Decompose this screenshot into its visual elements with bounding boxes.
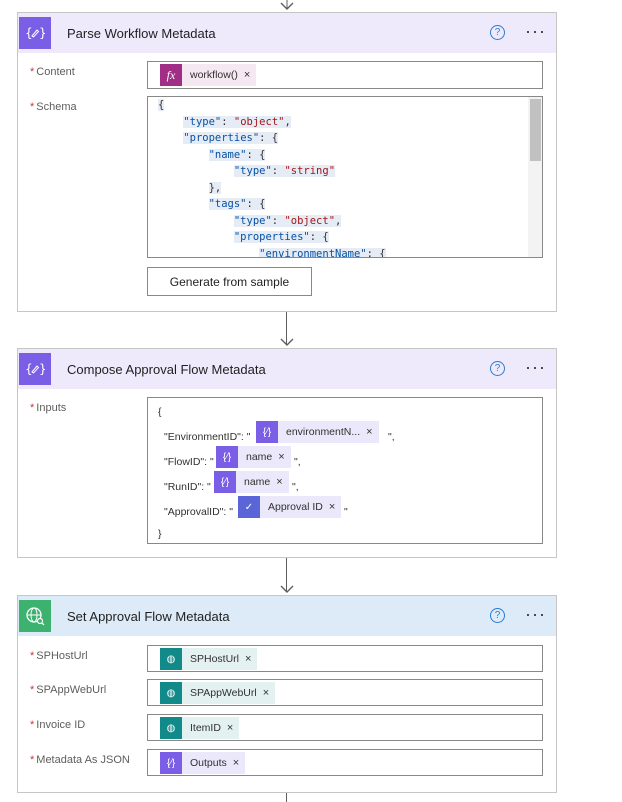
spappweburl-token[interactable]: ◍ SPAppWebUrl × [160, 682, 276, 704]
svg-text:{: { [25, 26, 33, 40]
open-brace: { [158, 406, 162, 418]
connector-arrow [279, 312, 295, 348]
scrollbar-thumb[interactable] [530, 99, 541, 161]
flow-id-end: ", [294, 456, 301, 468]
connector-arrow-top [279, 0, 295, 12]
spappweburl-label: *SPAppWebUrl [30, 684, 107, 696]
globe-icon: ◍ [160, 682, 182, 704]
compose-approval-flow-metadata-card: {} Compose Approval Flow Metadata ? ··· … [17, 348, 557, 558]
connector-arrow-bottom [279, 793, 295, 802]
remove-token-icon[interactable]: × [245, 653, 252, 665]
sphosturl-input[interactable]: ◍ SPHostUrl × [147, 645, 543, 672]
schema-code-line: "properties": { [233, 231, 329, 243]
schema-code-line: "environmentName": { [148, 246, 528, 257]
schema-label: *Schema [30, 101, 77, 113]
globe-icon: ◍ [160, 717, 182, 739]
content-label: *Content [30, 66, 75, 78]
sharepoint-globe-icon [19, 600, 51, 632]
remove-token-icon[interactable]: × [226, 722, 234, 734]
environment-name-token[interactable]: {∕} environmentN... × [256, 421, 379, 443]
metadata-json-field-row: *Metadata As JSON {∕} Outputs × [18, 749, 556, 777]
environment-id-key: "EnvironmentID": " [164, 431, 251, 443]
metadata-json-input[interactable]: {∕} Outputs × [147, 749, 543, 776]
schema-code-line: "type": "string" [233, 165, 336, 177]
sphosturl-token[interactable]: ◍ SPHostUrl × [160, 648, 258, 670]
sphosturl-field-row: *SPHostUrl ◍ SPHostUrl × [18, 645, 556, 673]
schema-code-line: "name": { [208, 148, 266, 161]
remove-token-icon[interactable]: × [278, 451, 285, 463]
data-operation-icon: {} [19, 353, 51, 385]
inputs-editor[interactable]: { "EnvironmentID": " {∕} environmentN...… [147, 397, 543, 544]
schema-scrollbar[interactable] [528, 97, 542, 257]
remove-token-icon[interactable]: × [366, 426, 373, 438]
run-name-token[interactable]: {∕} name × [214, 471, 289, 493]
flow-id-key: "FlowID": " [164, 456, 214, 468]
close-brace: } [158, 528, 162, 540]
card-title: Compose Approval Flow Metadata [67, 361, 266, 377]
schema-editor[interactable]: { "type": "object", "properties": { "nam… [147, 96, 543, 258]
workflow-token[interactable]: fx workflow() × [160, 64, 257, 86]
svg-text:}: } [39, 26, 45, 40]
sphosturl-label: *SPHostUrl [30, 650, 88, 662]
metadata-json-label: *Metadata As JSON [30, 754, 130, 766]
environment-id-end: ", [388, 431, 395, 443]
card-header[interactable]: Set Approval Flow Metadata ? ··· [18, 596, 556, 636]
card-title: Parse Workflow Metadata [67, 25, 216, 41]
more-options-icon[interactable]: ··· [525, 357, 546, 377]
svg-text:}: } [39, 362, 45, 376]
invoice-id-label: *Invoice ID [30, 719, 86, 731]
data-operation-icon: {} [19, 17, 51, 49]
invoice-id-input[interactable]: ◍ ItemID × [147, 714, 543, 741]
run-id-key: "RunID": " [164, 481, 211, 493]
globe-icon: ◍ [160, 648, 182, 670]
help-icon[interactable]: ? [490, 361, 505, 376]
flow-name-token[interactable]: {∕} name × [216, 446, 291, 468]
schema-code-line: }, [208, 181, 222, 194]
spappweburl-field-row: *SPAppWebUrl ◍ SPAppWebUrl × [18, 679, 556, 707]
schema-code-line: "tags": { [208, 198, 266, 210]
spappweburl-input[interactable]: ◍ SPAppWebUrl × [147, 679, 543, 706]
card-header[interactable]: {} Compose Approval Flow Metadata ? ··· [18, 349, 556, 389]
data-operation-icon: {∕} [160, 752, 182, 774]
remove-token-icon[interactable]: × [328, 501, 336, 513]
card-title: Set Approval Flow Metadata [67, 608, 230, 624]
help-icon[interactable]: ? [490, 608, 505, 623]
remove-token-icon[interactable]: × [262, 687, 270, 699]
generate-from-sample-button[interactable]: Generate from sample [147, 267, 312, 296]
more-options-icon[interactable]: ··· [525, 21, 546, 41]
approvals-icon: ✓ [238, 496, 260, 518]
set-approval-flow-metadata-card: Set Approval Flow Metadata ? ··· *SPHost… [17, 595, 557, 793]
run-id-end: ", [292, 481, 299, 493]
help-icon[interactable]: ? [490, 25, 505, 40]
remove-token-icon[interactable]: × [243, 69, 251, 81]
content-input[interactable]: fx workflow() × [147, 61, 543, 89]
approval-id-end: " [344, 506, 348, 518]
schema-code-line: "type": "object", [233, 214, 342, 227]
approval-id-key: "ApprovalID": " [164, 506, 233, 518]
connector-arrow [279, 558, 295, 595]
svg-text:{: { [25, 362, 33, 376]
card-header[interactable]: {} Parse Workflow Metadata ? ··· [18, 13, 556, 53]
remove-token-icon[interactable]: × [276, 476, 283, 488]
data-operation-icon: {∕} [216, 446, 238, 468]
remove-token-icon[interactable]: × [232, 757, 240, 769]
schema-code-line: { [158, 99, 165, 111]
data-operation-icon: {∕} [214, 471, 236, 493]
content-field-row: *Content fx workflow() × [18, 61, 556, 91]
invoice-id-field-row: *Invoice ID ◍ ItemID × [18, 714, 556, 742]
data-operation-icon: {∕} [256, 421, 278, 443]
more-options-icon[interactable]: ··· [525, 604, 546, 624]
parse-workflow-metadata-card: {} Parse Workflow Metadata ? ··· *Conten… [17, 12, 557, 312]
schema-code-line: "type": "object", [183, 115, 291, 128]
schema-code[interactable]: { "type": "object", "properties": { "nam… [148, 97, 528, 257]
outputs-token[interactable]: {∕} Outputs × [160, 752, 246, 774]
itemid-token[interactable]: ◍ ItemID × [160, 717, 240, 739]
schema-field-row: *Schema { "type": "object", "properties"… [18, 96, 556, 258]
approval-id-token[interactable]: ✓ Approval ID × [238, 496, 342, 518]
inputs-label: *Inputs [30, 402, 67, 414]
inputs-field-row: *Inputs { "EnvironmentID": " {∕} environ… [18, 397, 556, 547]
schema-code-line: "properties": { [183, 132, 279, 144]
function-icon: fx [160, 64, 182, 86]
